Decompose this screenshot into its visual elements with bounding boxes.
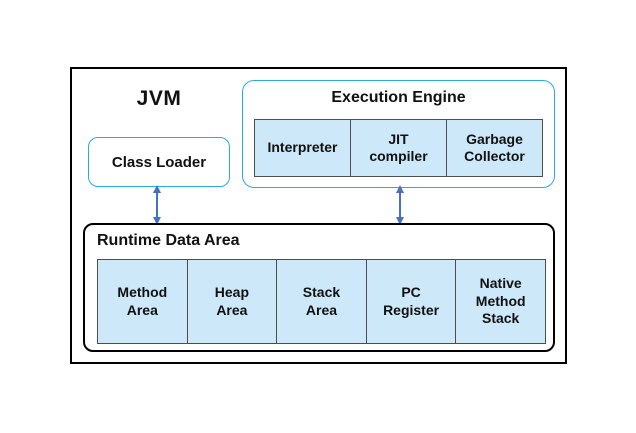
execution-engine-table: Interpreter JIT compiler Garbage Collect… [254,119,543,177]
jvm-title: JVM [136,87,182,110]
method-area-cell: Method Area [97,259,188,344]
runtime-data-area-table: Method Area Heap Area Stack Area PC Regi… [97,259,546,344]
execution-engine-box: Execution Engine Interpreter JIT compile… [242,80,555,188]
class-loader-to-runtime-arrow [153,185,161,225]
runtime-data-area-label: Runtime Data Area [97,232,240,249]
stack-area-cell: Stack Area [277,259,367,344]
pc-register-cell: PC Register [366,259,457,344]
execution-engine-to-runtime-arrow [396,185,404,225]
heap-area-cell: Heap Area [187,259,278,344]
interpreter-cell: Interpreter [254,119,351,177]
garbage-collector-cell: Garbage Collector [447,119,543,177]
runtime-data-area-box: Runtime Data Area Method Area Heap Area … [83,223,555,352]
jit-compiler-cell: JIT compiler [351,119,447,177]
execution-engine-label: Execution Engine [331,89,466,106]
class-loader-label: Class Loader [111,153,207,171]
class-loader-box: Class Loader [88,137,230,187]
jvm-container-box: JVM Class Loader Execution Engine Interp… [70,67,567,364]
native-method-stack-cell: Native Method Stack [456,259,546,344]
